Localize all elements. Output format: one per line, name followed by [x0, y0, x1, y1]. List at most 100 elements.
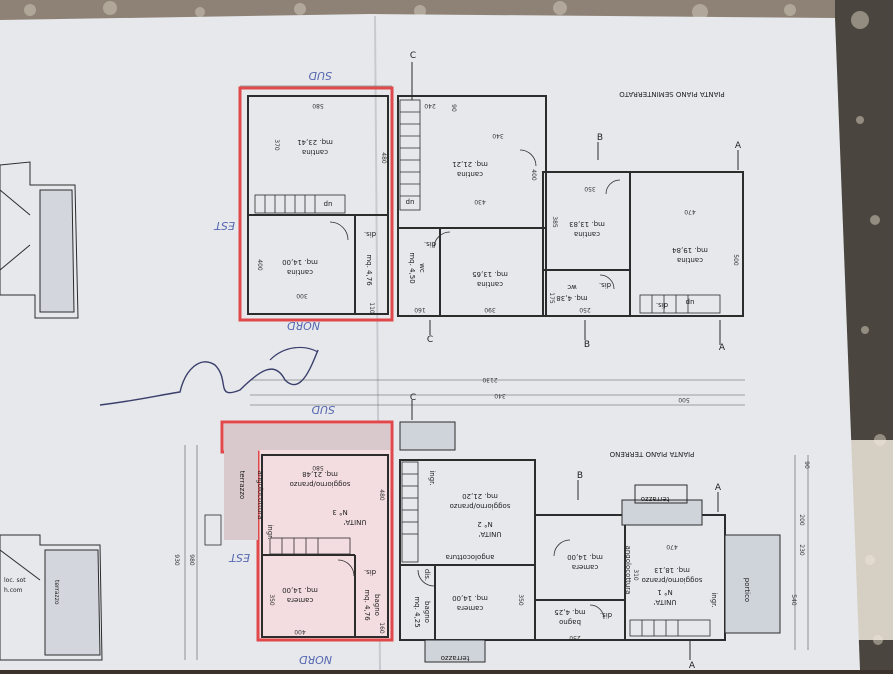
fragment-label: terrazzo: [53, 580, 60, 605]
room-name: bagno: [559, 618, 581, 626]
room-name: wc: [418, 263, 426, 273]
dim: 175: [548, 292, 555, 304]
dim: 980: [188, 554, 195, 566]
dim: 480: [380, 152, 387, 164]
dim: 230: [798, 544, 805, 556]
dim: 90: [450, 104, 457, 112]
dim: 90: [803, 461, 810, 469]
walls-left-block: [247, 95, 389, 315]
dim: 250: [569, 634, 581, 641]
room-area: mq. 4,25: [413, 596, 421, 627]
dim: 390: [484, 306, 496, 313]
unit-room: soggiorno/pranzo: [290, 480, 351, 488]
label-terrace: terrazzo: [238, 471, 246, 500]
room-name: cantina: [677, 256, 703, 264]
dim: 240: [424, 102, 436, 109]
room-area: mq. 23,41: [297, 138, 333, 146]
dim: 370: [273, 139, 280, 151]
dim: 160: [414, 306, 426, 313]
room-name: cantina: [302, 148, 328, 156]
stairs-top: [254, 99, 721, 314]
unit-kitchen: angolocottura: [256, 471, 264, 520]
label: dis.: [364, 568, 376, 576]
dim-total: 2130: [482, 376, 497, 383]
dim: 470: [666, 543, 678, 550]
dim: 540: [790, 594, 797, 606]
section-mark: A: [719, 343, 726, 353]
dim: 500: [732, 254, 739, 266]
dim: 350: [584, 185, 596, 192]
planter: [634, 484, 688, 504]
dim: 930: [173, 554, 180, 566]
fragment-label: loc. sot: [4, 577, 26, 584]
handwritten-label: SUD: [311, 403, 335, 416]
dim: 580: [312, 102, 324, 109]
label: up: [405, 198, 414, 206]
label-terrace: terrazzo: [641, 495, 670, 503]
room-area: mq. 21,21: [452, 160, 488, 168]
room-area: mq. 4,50: [408, 252, 416, 283]
walls-unit-3: [261, 454, 389, 638]
unit-room: soggiorno/pranzo: [642, 576, 703, 584]
room-area: mq. 4,38: [556, 294, 587, 302]
room-area: mq. 14,00: [282, 258, 318, 266]
terrace-hatch: [424, 639, 486, 663]
section-markers-top: [411, 62, 739, 345]
label: up: [685, 298, 694, 306]
dim: 350: [268, 594, 275, 606]
unit-number: N° 2: [477, 520, 492, 528]
label-entrance: ingr.: [266, 524, 274, 539]
terrace-hatch: [621, 499, 703, 526]
handwritten-label: EST: [228, 551, 250, 564]
room-name: cantina: [287, 268, 313, 276]
dim: 400: [256, 259, 263, 271]
unit-outline-red: [238, 86, 394, 322]
unit-name: UNITA': [478, 530, 501, 538]
room-area: mq. 14,00: [452, 594, 488, 602]
section-markers-bottom: [411, 400, 719, 660]
room-name: camera: [572, 563, 598, 571]
dim: 430: [474, 198, 486, 205]
handwritten-label: NORD: [287, 319, 320, 332]
section-mark: C: [410, 51, 416, 61]
section-mark: A: [715, 483, 722, 493]
room-name: cantina: [457, 170, 483, 178]
label-portico: portico: [743, 578, 751, 602]
room-area: mq. 4,76: [365, 254, 373, 286]
walls-center-block: [397, 95, 547, 317]
unit-area: mq. 21,48: [302, 470, 338, 478]
room-area: mq. 14,00: [282, 586, 318, 594]
room-area: mq. 14,00: [567, 553, 603, 561]
section-mark: C: [410, 393, 416, 403]
walls-right-block: [542, 171, 744, 317]
section-mark: A: [735, 141, 742, 151]
unit-kitchen: angolocottura: [624, 546, 632, 595]
dim: 200: [798, 514, 805, 526]
label: dis.: [423, 569, 431, 581]
unit-number: N° 1: [657, 588, 672, 596]
section-mark: C: [427, 335, 433, 345]
room-area: mq. 19,84: [672, 246, 708, 254]
room-area: mq. 4,76: [363, 589, 371, 621]
room-area: mq. 13,65: [472, 270, 508, 278]
room-name: cantina: [574, 230, 600, 238]
unit-name: UNITA': [653, 598, 676, 606]
dim: 160: [378, 622, 385, 634]
plan-terreno: PIANTA PIANO TERRENO: [173, 393, 810, 671]
room-name: bagno: [373, 594, 381, 616]
label: dis.: [656, 301, 668, 309]
label-entrance: ingr.: [710, 592, 718, 607]
unit-kitchen: angolocottura: [446, 553, 495, 561]
room-area: mq. 4,25: [554, 608, 585, 616]
handwritten-label: NORD: [299, 653, 332, 666]
section-mark: B: [597, 133, 603, 143]
dim: 400: [530, 169, 537, 181]
left-fragment-roof-plan: terrazzo loc. sot h.com: [0, 161, 103, 661]
unit-name: UNITA': [343, 518, 366, 526]
room-name: cantina: [477, 280, 503, 288]
stairs-bottom: [204, 461, 711, 637]
dimension-lines-top: [240, 85, 745, 406]
section-mark: A: [689, 661, 696, 670]
unit-number: N° 3: [332, 508, 347, 516]
